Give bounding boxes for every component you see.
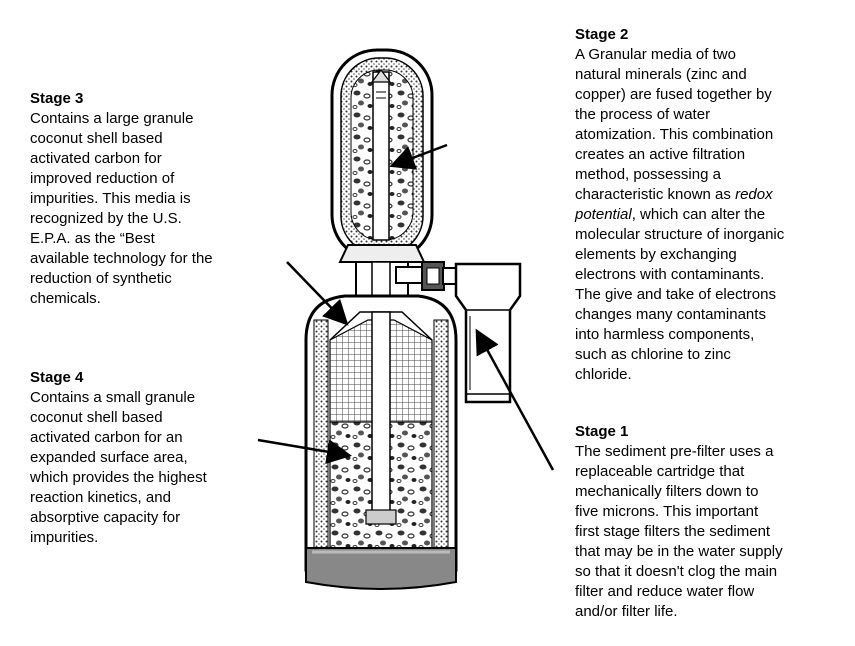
- leader-arrows: [257, 143, 555, 471]
- stage4-title: Stage 4: [30, 369, 84, 386]
- stage2-text-before: A Granular media of two natural minerals…: [575, 46, 774, 203]
- arrow-stage3: [286, 261, 349, 326]
- lower-tank: [304, 294, 458, 590]
- stage3-title: Stage 3: [30, 90, 84, 107]
- stage2-italic-potential: potential: [575, 206, 632, 223]
- stage2-description: Stage 2 A Granular media of two natural …: [575, 25, 845, 385]
- arrow-stage4: [257, 438, 352, 465]
- stage1-text: The sediment pre-filter uses a replaceab…: [575, 443, 783, 620]
- stage2-italic-redox: redox: [735, 186, 773, 203]
- stage1-description: Stage 1 The sediment pre-filter uses a r…: [575, 422, 845, 622]
- stage2-text-after: , which can alter the molecular structur…: [575, 206, 785, 383]
- stage3-description: Stage 3 Contains a large granule coconut…: [30, 89, 280, 309]
- stage3-text: Contains a large granule coconut shell b…: [30, 110, 213, 307]
- stage4-description: Stage 4 Contains a small granule coconut…: [30, 368, 280, 548]
- stage2-text: A Granular media of two natural minerals…: [575, 45, 845, 385]
- arrow-stage2: [389, 143, 448, 170]
- stage2-title: Stage 2: [575, 26, 629, 43]
- stage4-text: Contains a small granule coconut shell b…: [30, 389, 207, 546]
- stage1-title: Stage 1: [575, 423, 629, 440]
- prefilter-housing: [454, 262, 522, 404]
- upper-tank: [330, 48, 434, 262]
- arrow-stage1: [475, 328, 555, 471]
